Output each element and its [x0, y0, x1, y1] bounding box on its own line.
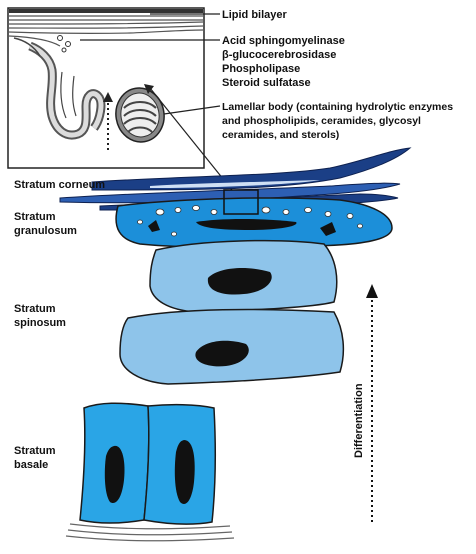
stratum-granulosum-label-2: granulosum: [14, 225, 77, 237]
stratum-corneum-label: Stratum corneum: [14, 179, 105, 191]
stratum-granulosum-label-1: Stratum: [14, 211, 56, 223]
lipid-bilayer-label: Lipid bilayer: [222, 9, 288, 21]
inset-dark-band: [9, 9, 203, 13]
stratum-basale-label-2: basale: [14, 459, 48, 471]
inset-magnified-view: [8, 8, 204, 168]
lamellar-body-label-3: ceramides, and sterols): [222, 129, 339, 141]
enzyme-label-2: β-glucocerebrosidase: [222, 49, 336, 61]
stratum-spinosum-label-2: spinosum: [14, 317, 66, 329]
stratum-spinosum-label-1: Stratum: [14, 303, 56, 315]
lamellar-body-label-2: and phospholipids, ceramides, glycosyl: [222, 115, 421, 127]
differentiation-label: Differentiation: [353, 383, 365, 458]
lamellar-body-label-1: Lamellar body (containing hydrolytic enz…: [222, 101, 453, 113]
stratum-basale-label-1: Stratum: [14, 445, 56, 457]
differentiation-arrow: [366, 284, 378, 522]
inset-frame: [8, 8, 204, 168]
enzyme-label-4: Steroid sulfatase: [222, 77, 311, 89]
basement-membrane: [66, 524, 234, 541]
enzyme-label-3: Phospholipase: [222, 63, 300, 75]
stratum-basale: [66, 403, 234, 541]
enzyme-label-1: Acid sphingomyelinase: [222, 35, 345, 47]
stratum-spinosum: [120, 241, 343, 384]
